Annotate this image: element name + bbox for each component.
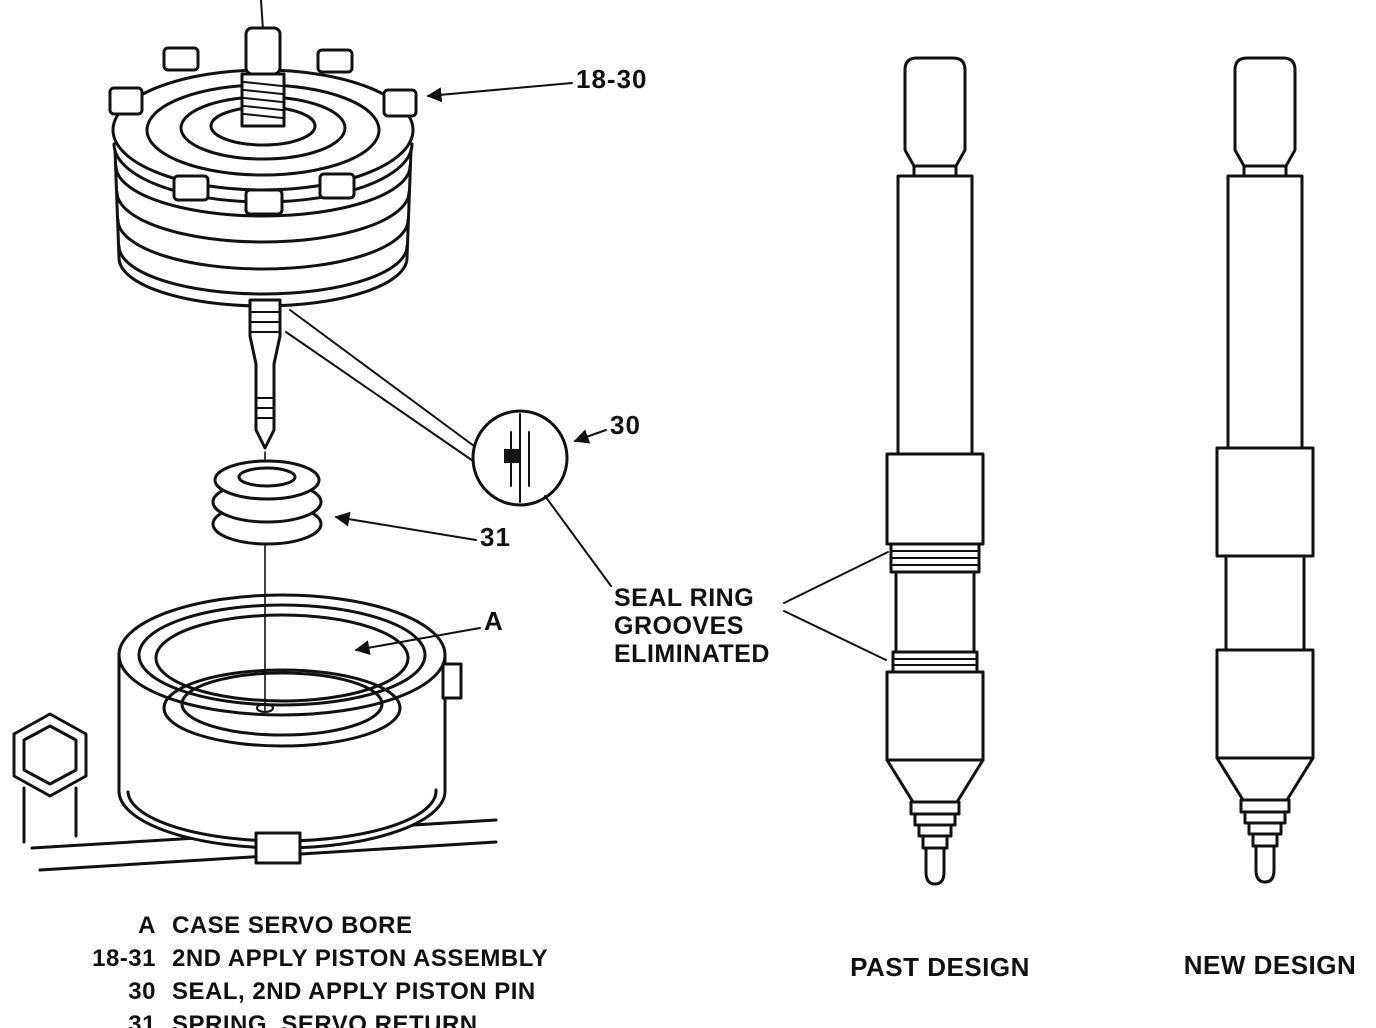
seal-detail-circle xyxy=(471,409,569,507)
new-design-pin-drawing xyxy=(1215,56,1315,884)
legend: A CASE SERVO BORE 18-31 2ND APPLY PISTON… xyxy=(86,912,548,1028)
seal-groove-note: SEAL RING GROOVES ELIMINATED xyxy=(614,584,770,668)
callout-arrow-30 xyxy=(573,429,607,444)
servo-bore-drawing xyxy=(117,593,463,865)
legend-desc-a: CASE SERVO BORE xyxy=(172,912,413,939)
legend-desc-18-31: 2ND APPLY PISTON ASSEMBLY xyxy=(172,945,549,972)
legend-key-a: A xyxy=(138,912,156,939)
callout-18-30-label: 18-30 xyxy=(576,64,648,94)
callout-arrow-A xyxy=(354,627,481,656)
case-bolt-drawing xyxy=(12,712,88,844)
callout-arrow-31 xyxy=(334,511,477,541)
note-leader xyxy=(544,495,612,587)
detail-leader-bottom xyxy=(285,331,477,464)
detail-leader-top xyxy=(289,309,475,447)
past-design-label: PAST DESIGN xyxy=(850,952,1030,982)
callout-31-label: 31 xyxy=(480,522,511,552)
bore-center-hole xyxy=(256,703,274,713)
legend-key-18-31: 18-31 xyxy=(92,945,156,972)
new-design-label: NEW DESIGN xyxy=(1183,950,1357,980)
callout-arrow-18-30 xyxy=(426,82,573,103)
return-spring-drawing xyxy=(211,459,323,546)
callout-a-label: A xyxy=(484,606,504,636)
legend-desc-31: SPRING, SERVO RETURN xyxy=(172,1011,478,1028)
past-design-pin-drawing xyxy=(885,56,985,886)
groove-pointer-top xyxy=(783,551,889,604)
legend-key-30: 30 xyxy=(128,978,156,1005)
groove-pointer-bottom xyxy=(783,610,887,661)
legend-key-31: 31 xyxy=(128,1011,156,1028)
piston-assembly-drawing xyxy=(108,0,418,450)
legend-desc-30: SEAL, 2ND APPLY PISTON PIN xyxy=(172,978,536,1005)
callout-30-label: 30 xyxy=(610,410,641,440)
